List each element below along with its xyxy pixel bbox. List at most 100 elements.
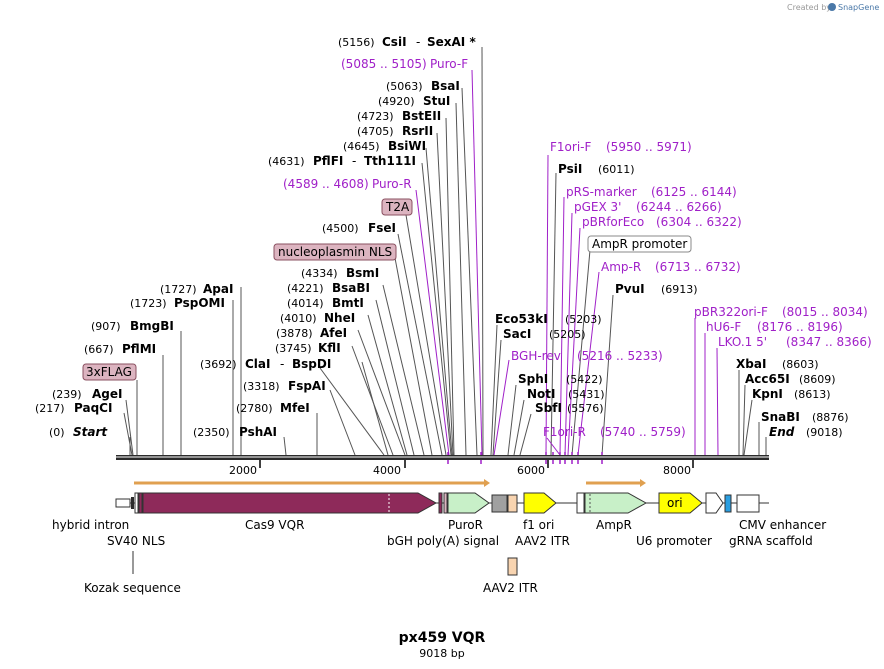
site-snabi-label: SnaBI: [761, 410, 800, 424]
site-fsei[interactable]: (4500) FseI: [322, 221, 396, 235]
primer-prs-marker[interactable]: pRS-marker (6125 .. 6144): [566, 185, 737, 199]
feature-ori[interactable]: [658, 492, 703, 514]
feature-puror[interactable]: [447, 492, 490, 514]
primer-f1ori-f[interactable]: F1ori-F (5950 .. 5971): [550, 140, 692, 154]
primer-f1ori-r[interactable]: F1ori-R (5740 .. 5759): [543, 425, 686, 439]
leader-pgex3: [564, 212, 573, 456]
site-sbfi-label: SbfI: [535, 401, 562, 415]
site-sphi[interactable]: SphI (5422): [518, 372, 603, 386]
feature-ampr-promoter[interactable]: [576, 492, 585, 514]
svg-text:T2A: T2A: [385, 200, 410, 214]
feature-f1-ori[interactable]: [523, 492, 557, 514]
site-pshai[interactable]: (2350) PshAI: [193, 425, 277, 439]
site-apai[interactable]: (1727) ApaI: [160, 282, 233, 296]
site-acc65i[interactable]: Acc65I (8609): [745, 372, 836, 386]
site-noti[interactable]: NotI (5431): [527, 387, 605, 401]
orf-arrowhead: [484, 479, 490, 487]
site-fspai[interactable]: (3318) FspAI: [243, 379, 326, 393]
site-bmgbi[interactable]: (907) BmgBI: [91, 319, 174, 333]
site-nhei[interactable]: (4010) NheI: [280, 311, 355, 325]
snapgene-credit: Created by SnapGene: [787, 3, 879, 12]
site-end[interactable]: End (9018): [769, 425, 843, 439]
site-bsiwi[interactable]: (4645) BsiWI: [343, 139, 426, 153]
site-mfei[interactable]: (2780) MfeI: [236, 401, 310, 415]
feature-3xflag[interactable]: [138, 492, 143, 514]
leader-acc65i: [742, 384, 746, 456]
svg-text:-: -: [416, 35, 420, 49]
primer-puro-r[interactable]: (4589 .. 4608) Puro-R: [283, 177, 412, 191]
feature-grna-scaffold[interactable]: [724, 494, 732, 513]
feature-label-t2a[interactable]: T2A: [381, 198, 413, 216]
credit-text: Created by: [787, 3, 831, 12]
site-rsrii[interactable]: (4705) RsrII: [357, 124, 433, 138]
site-bmgbi-label: BmgBI: [130, 319, 174, 333]
primer-amp-r[interactable]: Amp-R (6713 .. 6732): [601, 260, 741, 274]
site-eco53ki[interactable]: Eco53kI (5203): [495, 312, 602, 326]
label-ampr: AmpR: [596, 518, 632, 532]
site-bmti[interactable]: (4014) BmtI: [287, 296, 364, 310]
feature-aav2-itr[interactable]: [507, 494, 518, 513]
leader-f1ori-r: [546, 437, 561, 456]
site-pvui[interactable]: PvuI (6913): [615, 282, 698, 296]
primer-pbrforeco[interactable]: pBRforEco (6304 .. 6322): [582, 215, 742, 229]
feature-nucleoplasmin-nls[interactable]: [438, 492, 443, 514]
primer-pgex3[interactable]: pGEX 3' (6244 .. 6266): [574, 200, 722, 214]
feature-kozak[interactable]: [131, 497, 134, 509]
feature-ampr[interactable]: [584, 492, 648, 514]
primer-lko1[interactable]: LKO.1 5' (8347 .. 8366): [718, 335, 872, 349]
site-saci-label: SacI: [503, 327, 531, 341]
feature-sv40-nls[interactable]: [134, 492, 139, 514]
svg-text:(9018): (9018): [806, 426, 843, 439]
feature-hybrid-intron[interactable]: [115, 498, 131, 508]
site-clai-bspdi[interactable]: (3692) ClaI - BspDI: [200, 357, 331, 371]
site-kfli-label: KflI: [318, 341, 341, 355]
feature-aav2-itr-lower[interactable]: [507, 557, 518, 576]
site-sbfi[interactable]: SbfI (5576): [535, 401, 604, 415]
site-saci[interactable]: SacI (5205): [503, 327, 586, 341]
site-bsabi[interactable]: (4221) BsaBI: [287, 281, 370, 295]
site-stui[interactable]: (4920) StuI: [378, 94, 450, 108]
svg-text:(5203): (5203): [565, 313, 602, 326]
feature-t2a[interactable]: [443, 492, 448, 514]
site-snabi[interactable]: SnaBI (8876): [761, 410, 849, 424]
site-kfli[interactable]: (3745) KflI: [275, 341, 341, 355]
site-mfei-label: MfeI: [280, 401, 310, 415]
feature-cas9-vqr[interactable]: [142, 492, 438, 514]
leader-bsteii: [445, 117, 455, 456]
svg-text:(3318): (3318): [243, 380, 280, 393]
feature-label-nls[interactable]: nucleoplasmin NLS: [273, 243, 397, 261]
site-bsai[interactable]: (5063) BsaI: [386, 79, 460, 93]
primer-puro-f[interactable]: (5085 .. 5105) Puro-F: [341, 57, 468, 71]
svg-text:(1727): (1727): [160, 283, 197, 296]
snapgene-logo-icon: [828, 3, 836, 11]
leader-lko1: [716, 347, 719, 456]
feature-u6-promoter[interactable]: [705, 492, 724, 514]
site-pflmi[interactable]: (667) PflMI: [84, 342, 156, 356]
leader-tth111i: [421, 162, 452, 456]
primer-f1ori-f-label: F1ori-F: [550, 140, 591, 154]
site-bsmi[interactable]: (4334) BsmI: [301, 266, 379, 280]
feature-bgh-polya[interactable]: [491, 494, 508, 513]
label-sv40-nls: SV40 NLS: [107, 534, 165, 548]
site-psii[interactable]: PsiI (6011): [558, 162, 635, 176]
primer-hu6-f[interactable]: hU6-F (8176 .. 8196): [706, 320, 843, 334]
feature-cmv-enhancer[interactable]: [736, 494, 760, 513]
primer-bgh-rev-label: BGH-rev: [511, 349, 561, 363]
site-csii-sexai[interactable]: (5156) CsiI - SexAI *: [338, 35, 476, 49]
site-start[interactable]: (0) Start: [49, 425, 108, 439]
site-agei[interactable]: (239) AgeI: [52, 387, 122, 401]
site-pspomi[interactable]: (1723) PspOMI: [130, 296, 225, 310]
svg-text:3xFLAG: 3xFLAG: [86, 365, 132, 379]
site-pflfi-tth111i[interactable]: (4631) PflFI - Tth111I: [268, 154, 416, 168]
site-xbai[interactable]: XbaI (8603): [736, 357, 819, 371]
primer-pbr322ori-f[interactable]: pBR322ori-F (8015 .. 8034): [694, 305, 868, 319]
feature-label-3xflag[interactable]: 3xFLAG: [82, 363, 137, 381]
site-bsteii[interactable]: (4723) BstEII: [357, 109, 441, 123]
primer-bgh-rev[interactable]: BGH-rev (5216 .. 5233): [511, 349, 663, 363]
site-kpni[interactable]: KpnI (8613): [752, 387, 831, 401]
svg-text:(8015 .. 8034): (8015 .. 8034): [782, 305, 868, 319]
feature-label-ampr-promoter[interactable]: AmpR promoter: [587, 235, 692, 253]
svg-text:(6125 .. 6144): (6125 .. 6144): [651, 185, 737, 199]
site-paqci[interactable]: (217) PaqCI: [35, 401, 112, 415]
site-afei[interactable]: (3878) AfeI: [276, 326, 347, 340]
